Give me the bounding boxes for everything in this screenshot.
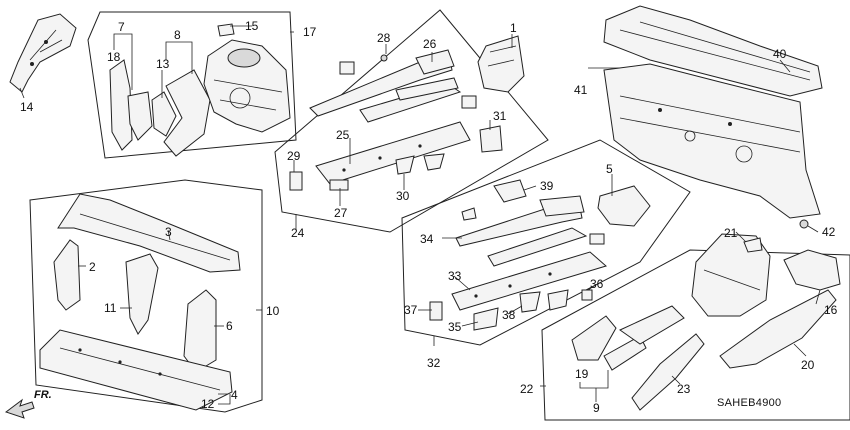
callout-23: 23 [677,382,691,396]
group-frame-24 [274,9,549,233]
part-16 [783,249,841,291]
callout-40: 40 [773,47,787,61]
part-side-2 [53,239,81,311]
part-rail-26 [309,49,455,117]
part-upper-support-3 [57,193,241,273]
callout-11: 11 [104,301,117,315]
callout-37: 37 [404,303,418,317]
group-frame-22 [541,249,850,421]
part-19-9 [571,305,685,371]
callout-9: 9 [593,401,600,415]
part-39 [493,179,527,203]
part-rail-25 [315,121,471,185]
callout-31: 31 [493,109,507,123]
callout-28: 28 [377,31,391,45]
callout-21: 21 [724,226,738,240]
part-clip-15 [217,23,235,37]
callout-16: 16 [824,303,838,317]
leader-lines [19,25,821,405]
callout-5: 5 [606,162,613,176]
direction-label: FR. [34,389,52,401]
part-damper-housing [203,39,291,133]
part-rail-33 [451,251,608,311]
part-21 [691,233,771,317]
part-23 [631,333,705,411]
callout-33: 33 [448,269,462,283]
callout-36: 36 [590,277,604,291]
callout-29: 29 [287,149,301,163]
part-pillar-left [9,13,77,93]
group-frame-32 [401,139,691,346]
part-rail-mid [359,77,462,123]
callout-26: 26 [423,37,437,51]
group-frame-10 [29,179,263,413]
callout-7: 7 [118,20,125,34]
part-42 [799,219,809,229]
part-dashboard-upper-40 [603,5,823,97]
callout-2: 2 [89,260,96,274]
callout-14: 14 [20,100,34,114]
callout-10: 10 [266,304,280,318]
callout-42: 42 [822,225,836,239]
callout-27: 27 [334,206,348,220]
callout-1: 1 [510,21,517,35]
callout-18: 18 [107,50,121,64]
callout-32: 32 [427,356,441,370]
callout-22: 22 [520,382,534,396]
callout-8: 8 [174,28,181,42]
part-small-group-32 [429,207,605,331]
part-small-group-24 [289,54,503,191]
direction-arrow-icon [4,398,35,419]
callout-12: 12 [201,397,215,411]
part-rail-34 [455,195,585,247]
part-1 [477,35,525,93]
part-lower-crossmember-4 [39,329,233,411]
part-dashboard-lower-41 [603,63,821,219]
part-rail-lower [487,227,588,267]
callout-41: 41 [574,83,588,97]
callout-34: 34 [420,232,434,246]
callout-20: 20 [801,358,815,372]
part-5 [597,185,651,227]
callout-24: 24 [291,226,305,240]
callout-15: 15 [245,19,259,33]
callout-4: 4 [231,388,238,402]
callout-30: 30 [396,189,410,203]
callout-13: 13 [156,57,170,71]
callout-25: 25 [336,128,350,142]
callout-3: 3 [165,225,172,239]
diagram-code: SAHEB4900 [717,397,782,409]
callout-6: 6 [226,319,233,333]
callout-17: 17 [303,25,317,39]
part-housing-13 [151,69,211,157]
part-bracket-18 [109,59,153,151]
part-center-11 [125,253,159,335]
callout-19: 19 [575,367,589,381]
part-20 [719,289,837,369]
callout-35: 35 [448,320,462,334]
callout-38: 38 [502,308,516,322]
callout-39: 39 [540,179,554,193]
part-side-6 [183,289,217,373]
group-frame-17 [87,11,297,159]
